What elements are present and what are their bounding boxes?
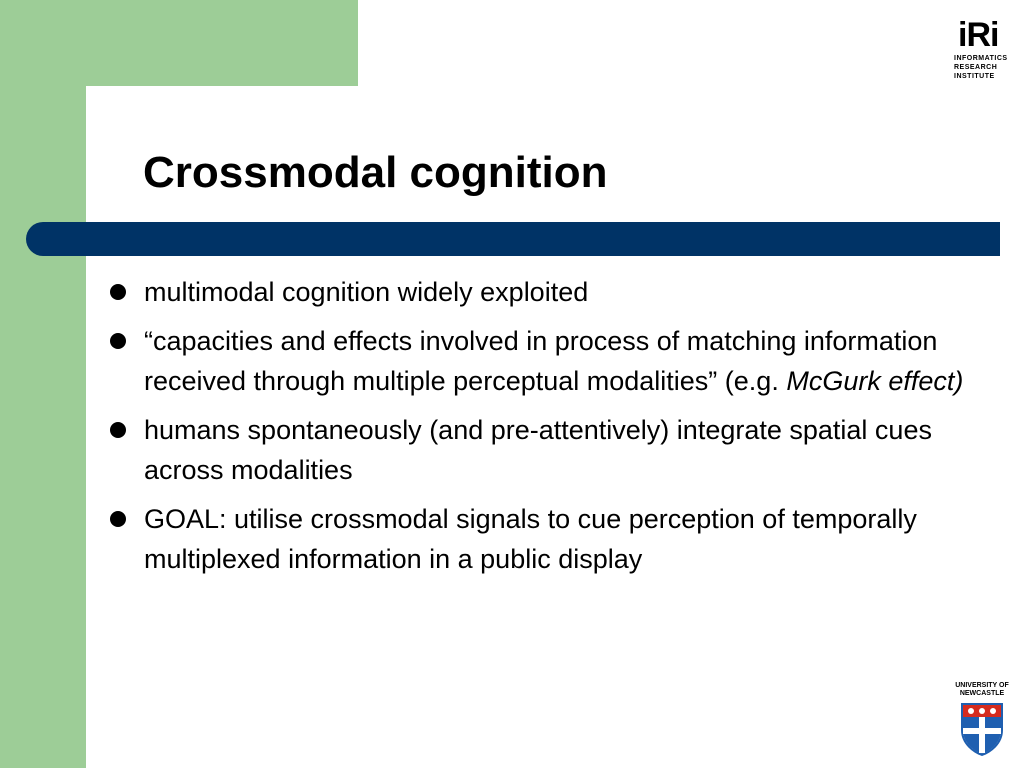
university-shield-icon [961, 703, 1003, 756]
rounded-corner [86, 86, 206, 206]
green-side-panel [0, 0, 86, 768]
iri-logo-line: INFORMATICS [954, 55, 1008, 62]
iri-logo-line: INSTITUTE [954, 73, 995, 80]
bullet-text: multimodal cognition widely exploited [144, 277, 589, 307]
bullet-dot-icon [110, 511, 126, 527]
bullet-text: “capacities and effects involved in proc… [144, 326, 938, 396]
university-logo-line: NEWCASTLE [959, 690, 1005, 697]
title-underline-bar [26, 222, 1000, 256]
green-top-panel [0, 0, 358, 86]
university-logo-line: UNIVERSITY OF [955, 682, 1009, 689]
bullet-list: multimodal cognition widely exploited “c… [104, 272, 984, 588]
iri-logo-mark: iRi [958, 16, 999, 54]
university-logo: UNIVERSITY OF NEWCASTLE [948, 682, 1016, 758]
bullet-item: humans spontaneously (and pre-attentivel… [104, 410, 984, 490]
bullet-italic-text: McGurk effect) [786, 366, 964, 396]
bullet-dot-icon [110, 284, 126, 300]
slide-title: Crossmodal cognition [143, 148, 608, 197]
bullet-item: multimodal cognition widely exploited [104, 272, 984, 312]
bullet-item: GOAL: utilise crossmodal signals to cue … [104, 499, 984, 579]
bullet-dot-icon [110, 422, 126, 438]
iri-logo-line: RESEARCH [954, 64, 998, 71]
bullet-item: “capacities and effects involved in proc… [104, 321, 984, 401]
bullet-text: humans spontaneously (and pre-attentivel… [144, 415, 932, 485]
bullet-dot-icon [110, 333, 126, 349]
bullet-text: GOAL: utilise crossmodal signals to cue … [144, 504, 917, 574]
iri-logo: iRi INFORMATICS RESEARCH INSTITUTE [954, 16, 1014, 88]
